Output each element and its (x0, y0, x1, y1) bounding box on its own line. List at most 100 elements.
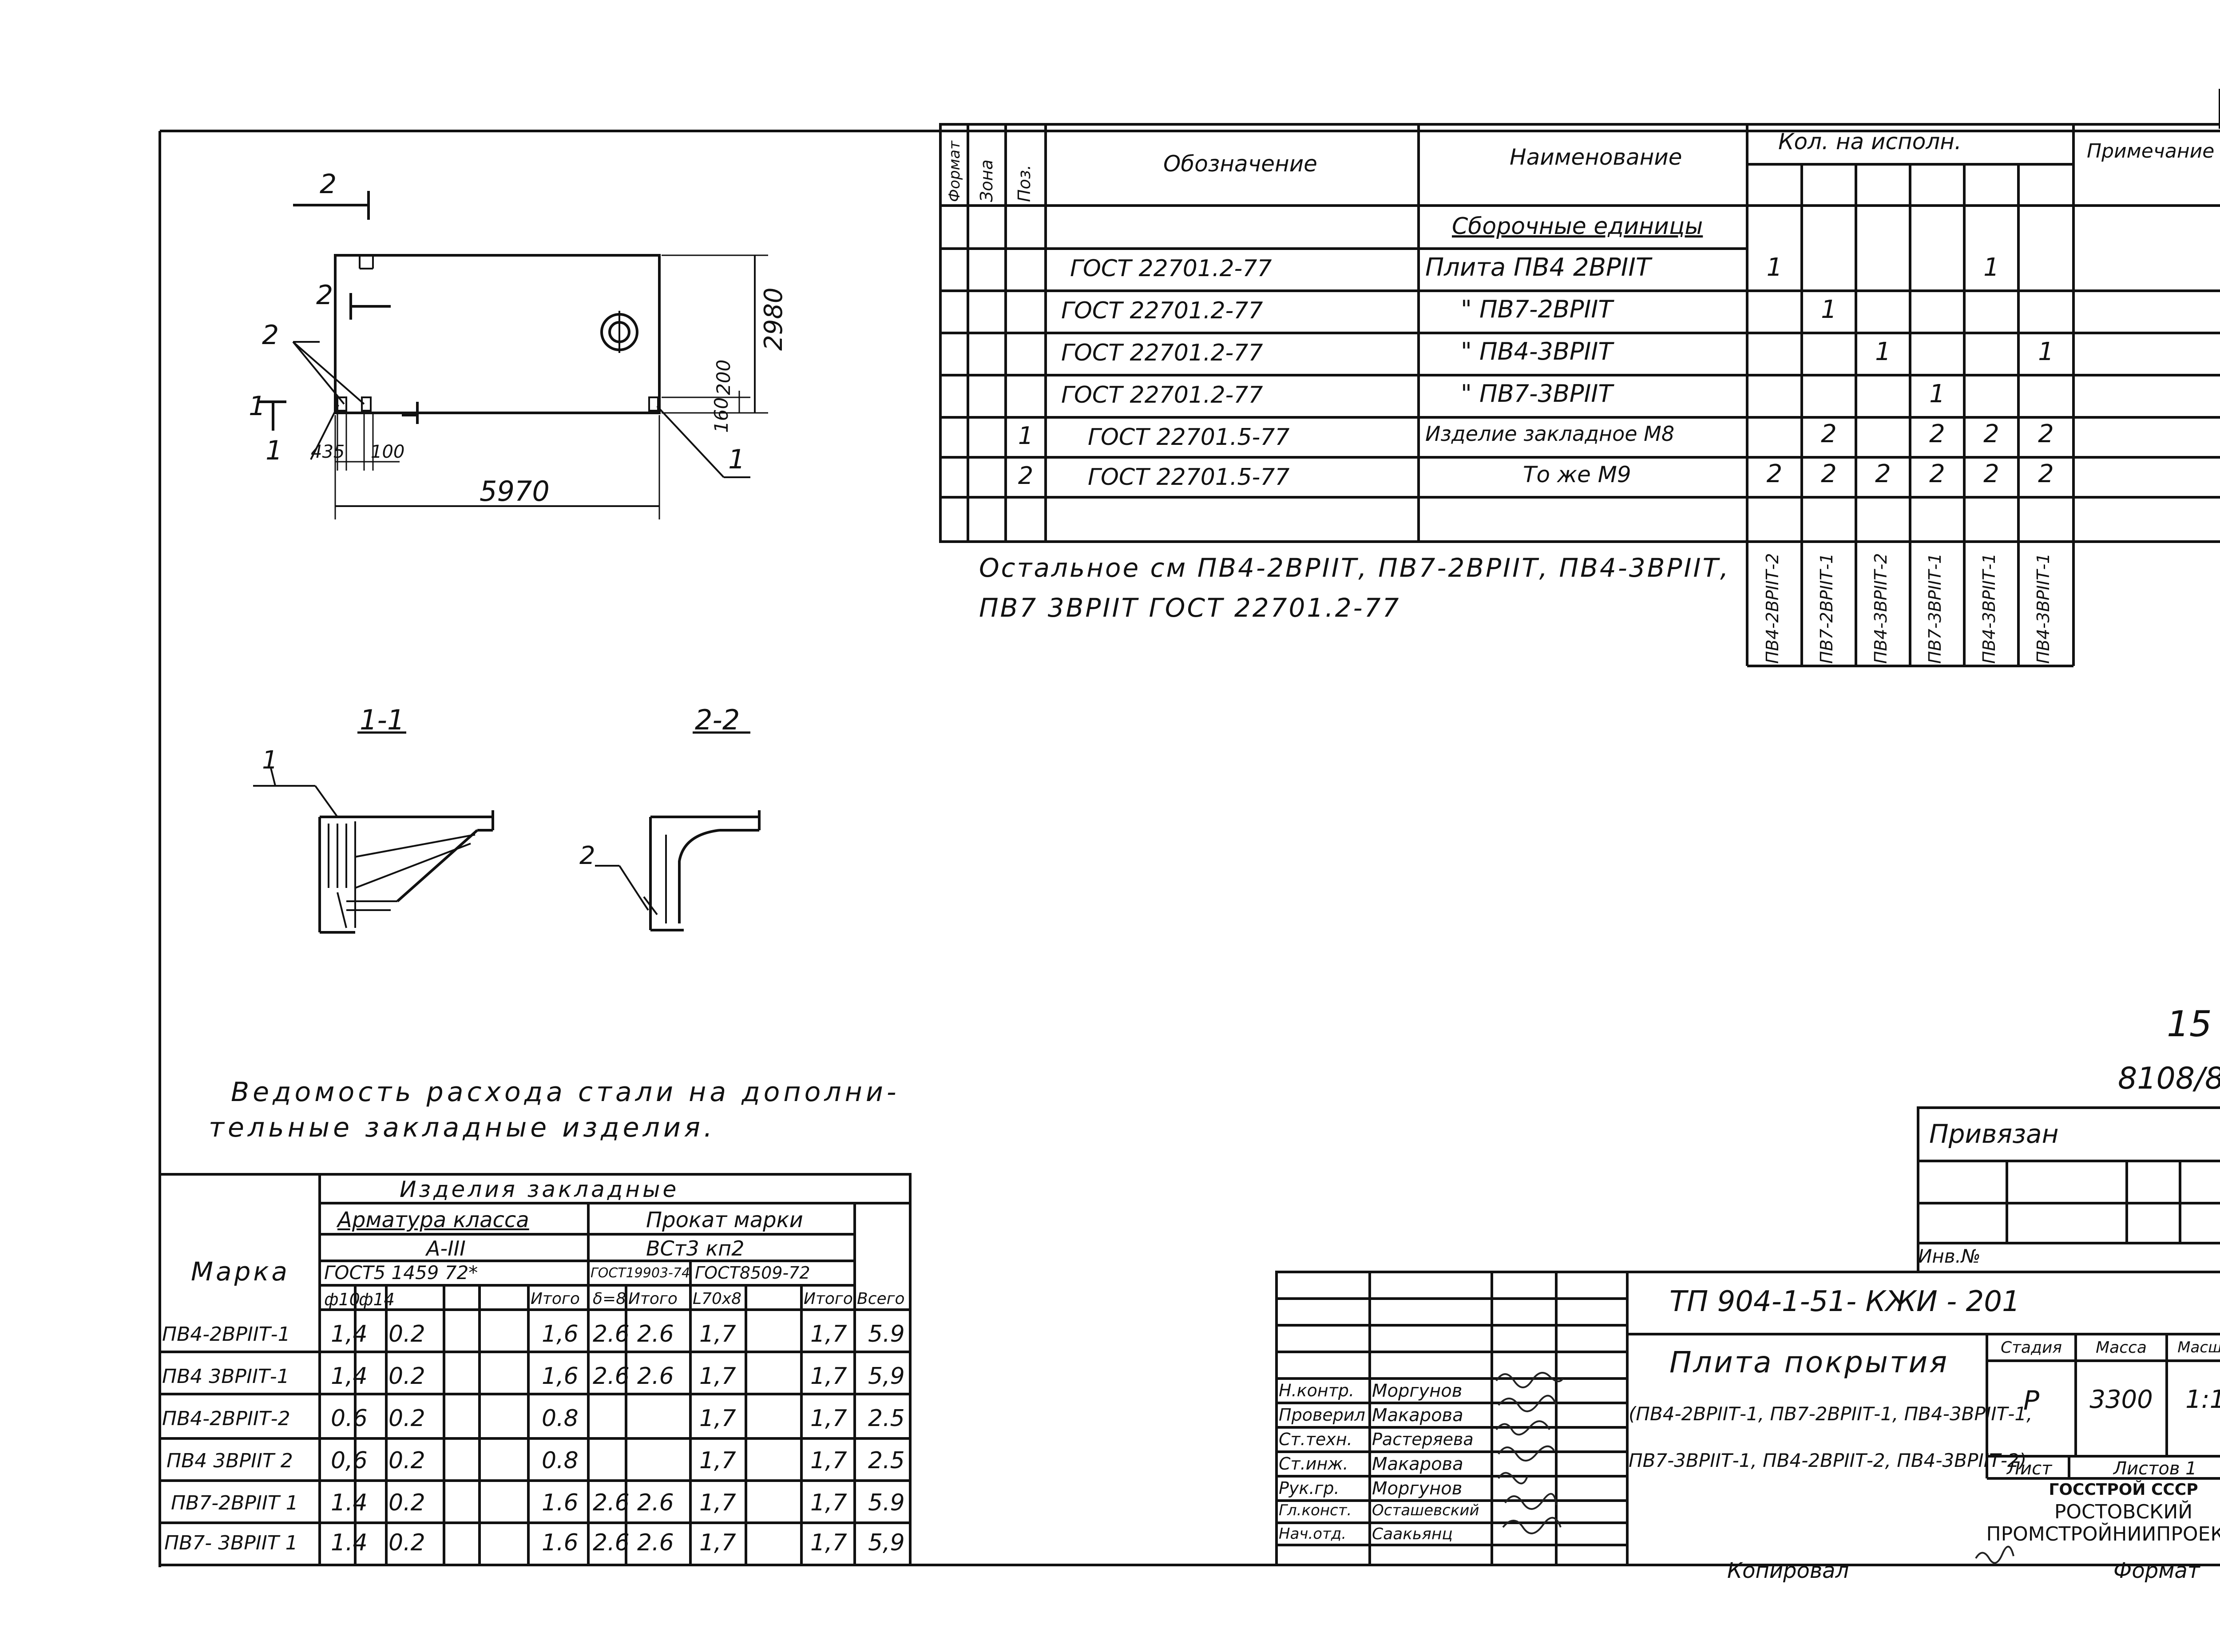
steel-row-d14: 0.2 (388, 1321, 425, 1347)
copied-by-label: Копировал (1727, 1558, 1849, 1583)
steel-header-prokat-marka: ВСт3 кп2 (646, 1236, 745, 1260)
spec-row-5-q4: 2 (1929, 420, 1945, 448)
stamp-name-1: Моргунов (1372, 1381, 1463, 1401)
variant-1: ПВ4-2ВРIIТ-2 (1763, 553, 1782, 664)
spec-row-6-q4: 2 (1929, 460, 1945, 488)
section-mark-2-top: 2 (320, 169, 337, 200)
steel-header-d10: ф10 (324, 1290, 360, 1309)
steel-row-angle: 1,7 (699, 1321, 736, 1347)
steel-header-d14: ф14 (359, 1290, 395, 1309)
steel-row-d14: 0.2 (388, 1529, 425, 1556)
spec-row-5-q6: 2 (2038, 420, 2054, 448)
section-mark-1-left: 1 (266, 435, 283, 466)
steel-header-angle: L70х8 (693, 1290, 742, 1308)
steel-row-total: 5.9 (868, 1490, 905, 1516)
section-mark-2-inner: 2 (316, 280, 333, 311)
steel-row-itogo: 1.6 (542, 1529, 579, 1556)
steel-row-itogo: 1,6 (542, 1321, 579, 1347)
variant-2: ПВ7-2ВРIIТ-1 (1817, 553, 1836, 664)
spec-row-2-designation: ГОСТ 22701.2-77 (1061, 297, 1263, 324)
spec-row-1-q5: 1 (1983, 253, 1999, 282)
spec-note-line-1: Остальное см ПВ4-2ВРIIТ, ПВ7-2ВРIIТ, ПВ4… (979, 553, 1730, 583)
variant-5: ПВ4-3ВРIIТ-1 (1979, 553, 1999, 664)
steel-header-marka: Марка (191, 1256, 290, 1287)
steel-title-line-1: Ведомость расхода стали на дополни- (231, 1077, 900, 1108)
steel-row-marka: ПВ4-2ВРIIТ-1 (162, 1323, 290, 1346)
spec-row-6-name: То же М9 (1523, 462, 1631, 487)
steel-row-angle: 1,7 (699, 1529, 736, 1556)
spec-row-5-designation: ГОСТ 22701.5-77 (1088, 424, 1290, 451)
steel-row-angle: 1,7 (699, 1405, 736, 1432)
stamp-name-4: Макарова (1372, 1454, 1463, 1474)
spec-row-5-name: Изделие закладное М8 (1425, 422, 1675, 446)
variant-3: ПВ4-3ВРIIТ-2 (1871, 553, 1891, 664)
steel-row-plate: 2.6 (593, 1321, 630, 1347)
steel-row-angle: 1,7 (699, 1447, 736, 1474)
spec-row-3-q6: 1 (2038, 337, 2054, 366)
steel-row-d10: 0,6 (331, 1447, 368, 1474)
steel-row-itogo3: 1,7 (810, 1447, 847, 1474)
steel-row-d10: 1.4 (331, 1529, 368, 1556)
document-code: ТП 904-1-51- КЖИ - 201 (1669, 1285, 2020, 1318)
steel-header-vsego: Всего (857, 1290, 905, 1308)
stamp-name-5: Моргунов (1372, 1478, 1463, 1499)
steel-row-itogo3: 1,7 (810, 1529, 847, 1556)
spec-row-1-name: Плита ПВ4 2ВРIIТ (1425, 253, 1651, 282)
spec-header-pos: Поз. (1015, 164, 1034, 202)
spec-row-5-pos: 1 (1018, 422, 1034, 450)
spec-row-2-q2: 1 (1821, 295, 1837, 324)
steel-header-prokat: Прокат марки (646, 1208, 803, 1232)
section-mark-2-left: 2 (262, 320, 279, 351)
dim-435: 435 (311, 442, 345, 462)
spec-row-2-name: " ПВ7-2ВРIIТ (1461, 295, 1613, 323)
spec-row-6-q5: 2 (1983, 460, 1999, 488)
section-mark-1-small: 1 (249, 391, 266, 422)
spec-header-zone: Зона (977, 159, 996, 202)
scale-header: Масштаб (2177, 1339, 2220, 1356)
steel-row-itogo3: 1,7 (810, 1321, 847, 1347)
callout-1-right: 1 (728, 444, 745, 475)
steel-row-marka: ПВ4 3ВРIIТ-1 (162, 1365, 289, 1388)
steel-row-itogo2: 2.6 (637, 1363, 674, 1390)
mass-value: 3300 (2089, 1385, 2153, 1414)
document-subtitle-1: (ПВ4-2ВРIIТ-1, ПВ7-2ВРIIТ-1, ПВ4-3ВРIIТ-… (1629, 1403, 2033, 1425)
stamp-role-6: Гл.конст. (1279, 1501, 1352, 1519)
spec-row-3-designation: ГОСТ 22701.2-77 (1061, 340, 1263, 366)
stamp-role-4: Ст.инж. (1279, 1454, 1348, 1474)
steel-title-line-2: тельные закладные изделия. (209, 1112, 716, 1143)
steel-row-angle: 1,7 (699, 1490, 736, 1516)
org-line-3: ПРОМСТРОЙНИИПРОЕКТ (1986, 1523, 2220, 1545)
steel-row-total: 2.5 (868, 1447, 905, 1474)
variant-6: ПВ4-3ВРIIТ-1 (2034, 553, 2053, 664)
format-label: Формат (2113, 1558, 2200, 1583)
sheet-label: Лист (2007, 1458, 2052, 1479)
steel-row-marka: ПВ7- 3ВРIIТ 1 (164, 1532, 298, 1554)
spec-row-6-q6: 2 (2038, 460, 2054, 488)
steel-row-itogo3: 1,7 (810, 1405, 847, 1432)
scale-value: 1:10 (2185, 1385, 2220, 1414)
spec-row-4-q4: 1 (1929, 380, 1945, 408)
steel-row-itogo: 0.8 (542, 1447, 579, 1474)
spec-row-6-q2: 2 (1821, 460, 1837, 488)
inv-number-label: Инв.№ (1918, 1245, 1981, 1267)
stage-value: Р (2023, 1385, 2040, 1416)
section-1-1-title: 1-1 (360, 704, 405, 736)
steel-row-d10: 1.4 (331, 1490, 368, 1516)
org-line-2: РОСТОВСКИЙ (2054, 1501, 2193, 1523)
steel-row-itogo: 1.6 (542, 1490, 579, 1516)
steel-row-d14: 0.2 (388, 1405, 425, 1432)
spec-section-title: Сборочные единицы (1452, 213, 1703, 240)
steel-row-marka: ПВ4-2ВРIIТ-2 (162, 1407, 290, 1430)
dim-160: 160 (710, 397, 732, 433)
steel-header-armatura-class: А-III (426, 1236, 466, 1260)
section-2-2-callout: 2 (579, 841, 595, 870)
spec-row-6-q3: 2 (1875, 460, 1891, 488)
spec-row-3-q3: 1 (1875, 337, 1891, 366)
stamp-name-2: Макарова (1372, 1405, 1463, 1426)
spec-header-designation: Обозначение (1163, 151, 1317, 177)
steel-row-total: 2.5 (868, 1405, 905, 1432)
steel-header-gost-2: ГОСТ8509-72 (695, 1263, 810, 1283)
dim-width: 2980 (759, 287, 788, 351)
stamp-role-3: Ст.техн. (1279, 1430, 1352, 1449)
